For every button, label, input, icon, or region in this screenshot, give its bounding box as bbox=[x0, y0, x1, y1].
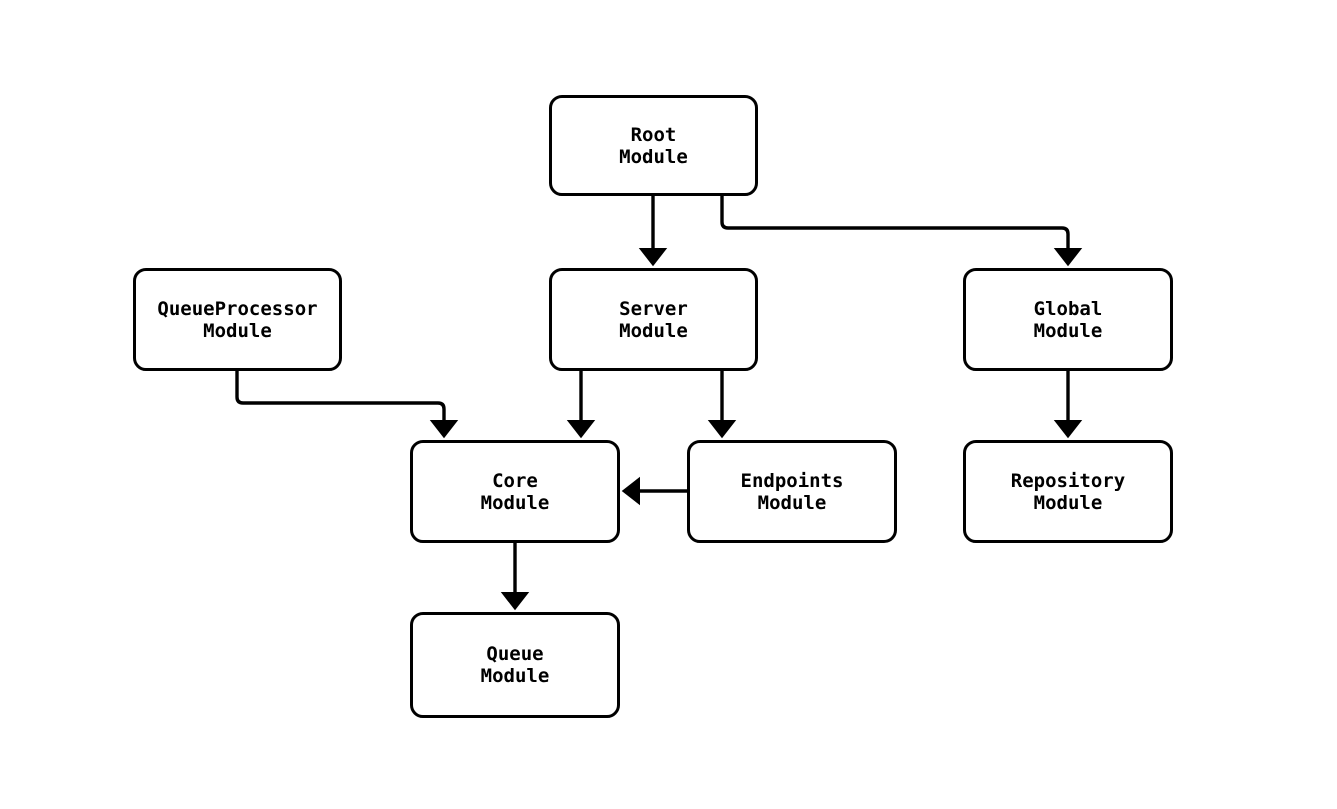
node-root-module-line2: Module bbox=[619, 145, 688, 168]
node-root-module[interactable]: Root Module bbox=[549, 95, 758, 196]
node-endpoints-module[interactable]: Endpoints Module bbox=[687, 440, 897, 543]
node-repository-module[interactable]: Repository Module bbox=[963, 440, 1173, 543]
node-endpoints-module-line2: Module bbox=[757, 491, 827, 514]
edge-queueprocessor-to-core bbox=[235, 371, 459, 439]
node-global-module[interactable]: Global Module bbox=[963, 268, 1173, 371]
node-core-module-line2: Module bbox=[480, 491, 550, 514]
node-server-module-line1: Server bbox=[619, 297, 688, 320]
node-server-module[interactable]: Server Module bbox=[549, 268, 758, 371]
node-repository-module-line2: Module bbox=[1033, 491, 1103, 514]
node-queue-module[interactable]: Queue Module bbox=[410, 612, 620, 718]
node-global-module-line1: Global bbox=[1033, 297, 1103, 320]
node-root-module-line1: Root bbox=[630, 123, 677, 146]
node-core-module-line1: Core bbox=[492, 469, 538, 492]
node-queue-module-line1: Queue bbox=[486, 643, 544, 665]
node-queueprocessor-module-line2: Module bbox=[203, 319, 272, 342]
node-repository-module-line1: Repository bbox=[1010, 469, 1126, 492]
node-endpoints-module-line1: Endpoints bbox=[740, 469, 844, 492]
node-queueprocessor-module[interactable]: QueueProcessor Module bbox=[133, 268, 342, 371]
node-core-module[interactable]: Core Module bbox=[410, 440, 620, 543]
node-server-module-line2: Module bbox=[619, 319, 688, 342]
node-global-module-line2: Module bbox=[1033, 319, 1103, 342]
edge-root-to-global bbox=[720, 196, 1083, 267]
node-queueprocessor-module-line1: QueueProcessor bbox=[157, 297, 318, 320]
node-queue-module-line2: Module bbox=[480, 665, 550, 687]
